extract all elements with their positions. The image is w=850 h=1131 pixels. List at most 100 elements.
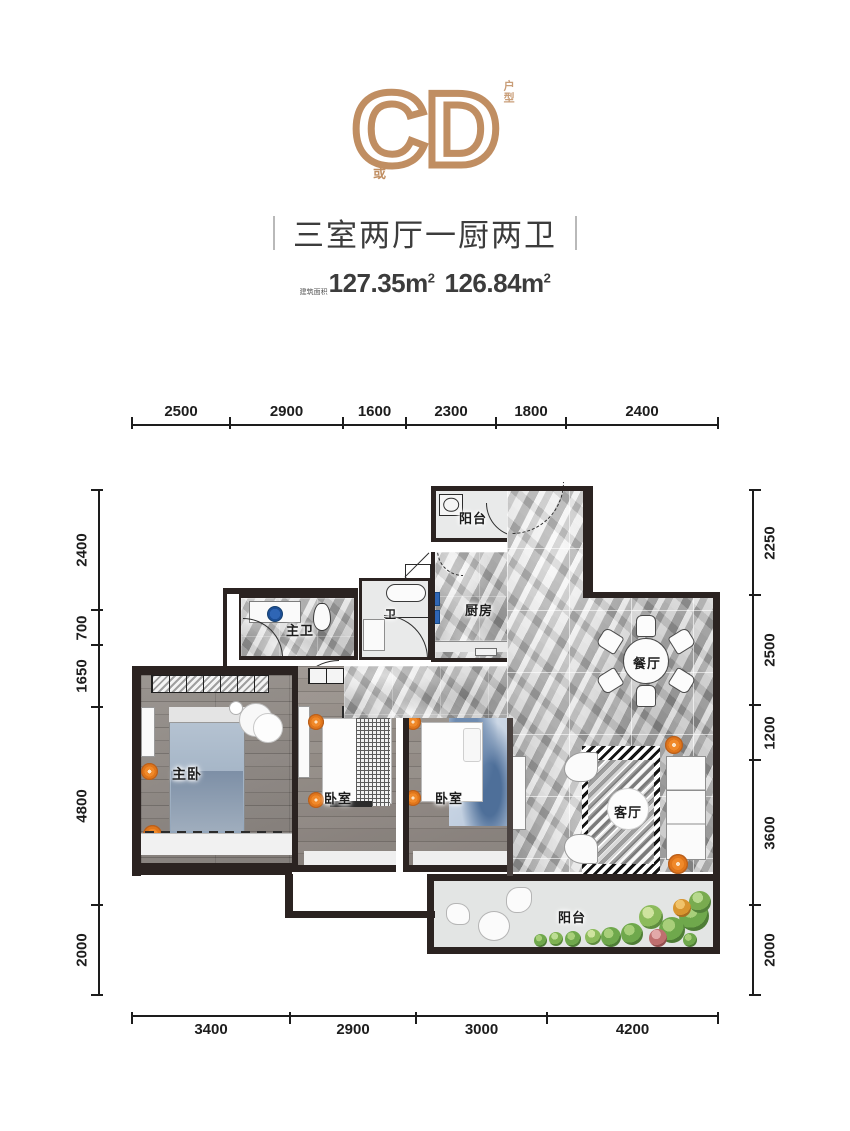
master-lamp-2 [253,713,283,743]
dim-bottom-3: 4200 [546,1012,719,1049]
plan-subtitle: 三室两厅一厨两卫 [293,218,557,254]
logo-letter-d: D [421,72,503,188]
wall-bottom-step-1 [285,874,293,918]
dimension-rail-bottom: 3400 2900 3000 4200 [131,1012,719,1049]
living-center-circle [607,788,649,830]
dim-left-3: 4800 [66,706,103,906]
living-flower-2 [668,854,688,874]
washer-icon [439,494,463,516]
dim-left-0-label: 2400 [73,533,91,567]
dim-right-0: 2250 [749,489,786,596]
wall-living-left [507,718,513,876]
master-bed-headboard [169,707,245,723]
kitchen-cabinet-2 [435,610,440,624]
dim-bottom-0-label: 3400 [194,1021,228,1038]
bedroom2-desk [298,706,310,778]
dim-left-2: 1650 [66,644,103,708]
area-value-2: 126.84m2 [445,268,551,298]
living-flower-1 [665,736,683,754]
bath-divider [384,617,428,619]
wall-bottom-step-2 [285,911,435,918]
logo-letter-c: C [348,72,430,188]
dim-top-3-label: 2300 [434,403,468,420]
dimension-rail-left: 2400 700 1650 4800 2000 [66,489,103,996]
area-value-1-text: 127.35m [328,268,429,298]
wall-bottom-step-3 [427,874,434,918]
dim-right-1: 2500 [749,594,786,706]
dim-top-2-label: 1600 [357,403,392,420]
kitchen-small-marker [475,648,497,656]
master-nightstand [229,701,243,715]
room-hall [344,666,510,718]
dim-left-1-label: 700 [73,614,91,641]
master-wardrobe [151,675,269,693]
dim-top-5: 2400 [565,392,719,429]
dim-right-3: 3600 [749,759,786,906]
bedroom3-flower-1 [409,714,421,730]
room-bedroom-2 [292,666,396,872]
dim-left-2-label: 1650 [73,659,91,693]
kitchen-counter [435,641,519,652]
dim-right-4: 2000 [749,904,786,996]
bedroom2-flower-2 [308,792,324,808]
bedroom2-bed-foot [330,801,372,807]
room-label-bedroom-3: 卧室 [435,792,464,807]
dim-right-2: 1200 [749,704,786,761]
master-window-glazing [145,831,287,833]
room-label-master-bedroom: 主卧 [172,767,202,783]
dim-left-4-label: 2000 [73,933,91,967]
wall-top-living [507,486,589,491]
wall-dining-recess-bottom [583,592,720,598]
balcony-stone-2 [446,903,470,925]
room-label-balcony-top: 阳台 [459,512,488,527]
balcony-stone-1 [506,887,532,913]
bedroom3-pillow [463,728,481,762]
bedroom3-window-sill [413,851,507,865]
bedroom2-flower-1 [308,714,324,730]
dim-left-4: 2000 [66,904,103,996]
dim-bottom-2-label: 3000 [464,1021,499,1038]
dim-top-2: 1600 [342,392,407,429]
floorplan-drawing: 阳台 厨房 卫 [120,470,730,1000]
dim-top-3: 2300 [405,392,497,429]
floorplan-area: 2500 2900 1600 2300 1800 2400 3400 2900 … [0,330,850,1131]
dining-table [623,638,669,684]
logo-mid-dot-label: 或 [373,166,387,181]
living-armchair-2 [564,834,598,864]
subtitle-row: 三室两厅一厨两卫 [0,210,850,255]
dining-wall-recess [588,486,720,598]
dim-left-1: 700 [66,609,103,646]
dim-right-4-label: 2000 [761,933,779,967]
dim-bottom-3-label: 4200 [615,1021,650,1038]
dim-top-5-label: 2400 [625,403,659,420]
wall-left-exterior [132,666,141,876]
room-label-living: 客厅 [614,806,643,821]
dim-right-1-label: 2500 [761,633,779,667]
room-label-balcony-bottom: 阳台 [558,911,587,926]
balcony-stone-round [478,911,510,941]
room-bath [359,578,431,660]
bathtub-icon [386,584,426,602]
room-label-master-bath: 主卫 [286,624,315,639]
area-value-2-sup: 2 [543,270,551,286]
bedroom2-rug [356,714,390,806]
room-master-bedroom [132,666,292,872]
dim-bottom-2: 3000 [415,1012,548,1049]
dim-top-1-label: 2900 [269,403,304,420]
dim-top-4: 1800 [495,392,567,429]
area-prefix-label: 建筑面积 [299,289,328,296]
dim-top-0-label: 2500 [164,403,198,420]
dim-bottom-0: 3400 [131,1012,291,1049]
room-label-dining: 餐厅 [633,657,662,672]
master-bath-entry-strip [223,588,239,666]
wall-dining-recess-top [583,486,589,598]
subtitle-divider-right [575,215,577,250]
master-bath-toilet-icon [313,603,331,631]
master-flower-decor-1 [141,763,158,780]
dim-right-3-label: 3600 [761,815,779,850]
master-left-cabinet [141,707,155,757]
dim-bottom-1-label: 2900 [336,1021,370,1038]
